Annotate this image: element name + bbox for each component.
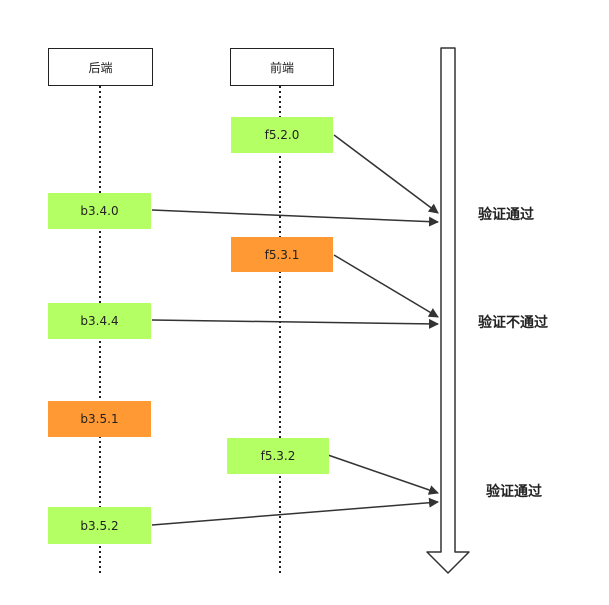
- arrow-f5-3-2: [327, 454, 439, 495]
- frontend-lane-header: 前端: [230, 48, 334, 86]
- frontend-box-f5-2-0: f5.2.0: [231, 117, 333, 153]
- arrow-f5-2-0: [333, 134, 439, 214]
- frontend-box-f5-3-1: f5.3.1: [231, 237, 333, 272]
- backend-box-b3-4-4: b3.4.4: [48, 303, 151, 339]
- result-label-2: 验证不通过: [478, 315, 548, 331]
- arrow-b3-4-0: [151, 209, 439, 227]
- result-label-1: 验证通过: [478, 207, 534, 223]
- backend-lane-header: 后端: [48, 48, 153, 86]
- backend-box-b3-4-0: b3.4.0: [48, 193, 151, 229]
- arrow-f5-3-1: [333, 254, 439, 318]
- arrow-b3-5-2: [151, 497, 439, 526]
- backend-box-b3-5-2: b3.5.2: [48, 507, 151, 544]
- frontend-box-f5-3-2: f5.3.2: [227, 438, 329, 474]
- backend-box-b3-5-1: b3.5.1: [48, 401, 151, 437]
- timeline-arrow: [426, 47, 470, 574]
- arrow-b3-4-4: [151, 318, 439, 329]
- result-label-3: 验证通过: [486, 484, 542, 500]
